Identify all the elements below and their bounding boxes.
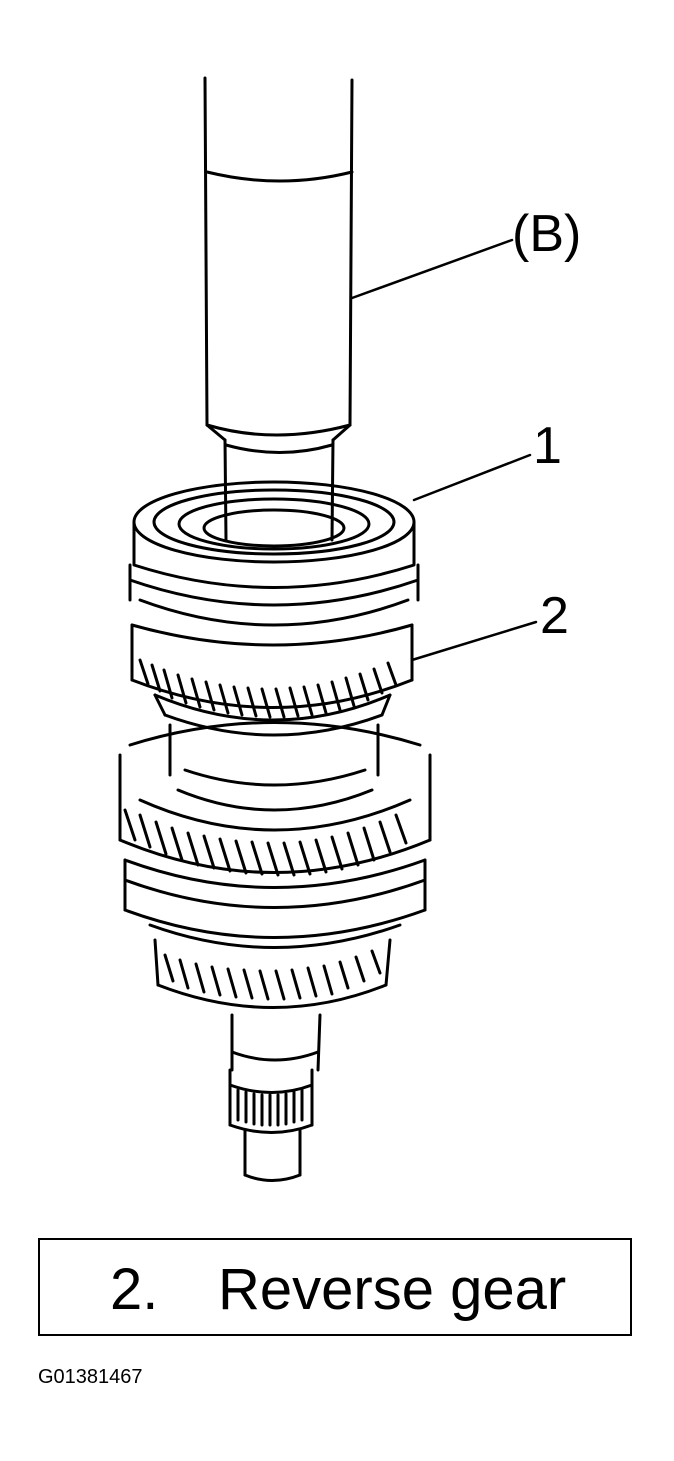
- bearing-part-1: [128, 480, 420, 627]
- figure-id: G01381467: [38, 1366, 143, 1388]
- legend-text: Reverse gear: [218, 1257, 567, 1322]
- bottom-gear: [153, 938, 392, 1009]
- leader-lines: [350, 238, 538, 662]
- legend-box: 2. Reverse gear: [38, 1238, 632, 1336]
- legend-number: 2.: [110, 1257, 159, 1322]
- callout-part-1: 1: [533, 417, 562, 475]
- tool-b-shaft: [203, 76, 354, 542]
- middle-hub: [168, 723, 380, 812]
- reverse-gear-part-2: [130, 623, 414, 737]
- synchro-rings: [123, 858, 427, 949]
- callout-tool-b: (B): [512, 205, 582, 263]
- callout-part-2: 2: [540, 587, 569, 645]
- lower-gear: [118, 721, 432, 877]
- shaft-end: [228, 1013, 322, 1182]
